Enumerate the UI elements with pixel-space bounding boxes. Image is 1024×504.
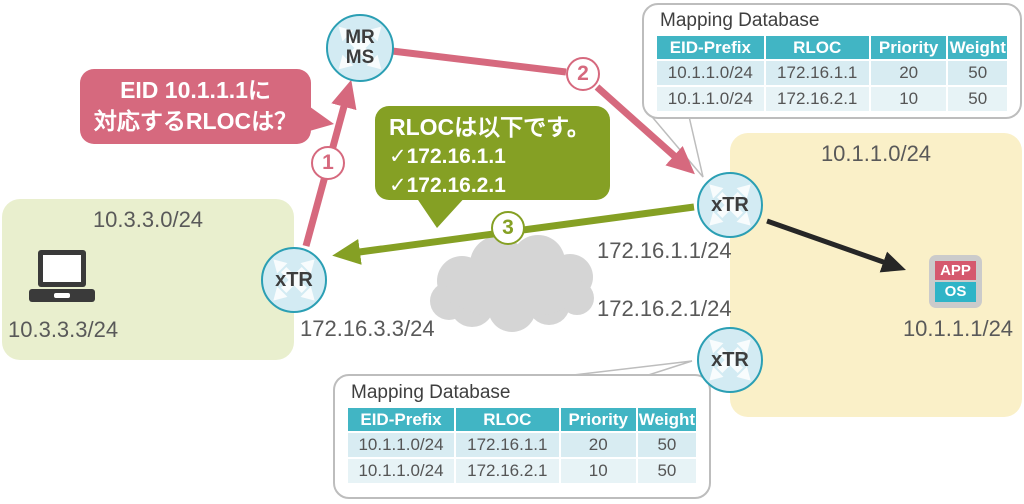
os-layer: OS: [935, 282, 976, 302]
query-line-2: 対応するRLOCは？: [93, 108, 298, 134]
right-site-cidr-label: 10.1.1.0/24: [820, 141, 932, 166]
router-arrows-icon: [338, 26, 382, 70]
table-header-row: EID-Prefix RLOC Priority Weight: [348, 408, 696, 431]
step-3-badge: 3: [491, 211, 525, 245]
col-eid-prefix: EID-Prefix: [348, 408, 455, 431]
host-stack-box: APP OS: [929, 255, 982, 308]
cell: 50: [637, 433, 696, 457]
right-host-ip-label: 10.1.1.1/24: [902, 316, 1014, 341]
ms-text: MS: [345, 47, 375, 68]
cell: 50: [948, 61, 1007, 85]
router-arrows-icon: [709, 339, 751, 381]
reply-rloc-1: ✓172.16.1.1: [389, 145, 506, 168]
cell: 172.16.2.1: [456, 459, 559, 483]
col-weight: Weight: [637, 408, 696, 431]
col-rloc: RLOC: [765, 36, 869, 59]
cell: 10: [870, 87, 947, 111]
table-header-row: EID-Prefix RLOC Priority Weight: [657, 36, 1007, 59]
cell: 172.16.2.1: [765, 87, 869, 111]
xtr-label: xTR: [711, 348, 749, 371]
col-weight: Weight: [948, 36, 1007, 59]
left-host-ip-label: 10.3.3.3/24: [8, 317, 119, 342]
cell: 20: [560, 433, 636, 457]
cell: 50: [948, 87, 1007, 111]
cell: 172.16.1.1: [765, 61, 869, 85]
mapping-db-title: Mapping Database: [351, 382, 511, 403]
cell: 172.16.1.1: [456, 433, 559, 457]
cloud-icon: [430, 235, 594, 332]
table-row: 10.1.1.0/24 172.16.1.1 20 50: [657, 61, 1007, 85]
query-line-1: EID 10.1.1.1に: [120, 77, 271, 103]
xtr-label: xTR: [275, 268, 313, 291]
step-1-badge: 1: [311, 146, 345, 180]
laptop-icon: [29, 250, 95, 302]
app-layer: APP: [935, 261, 976, 280]
cell: 10.1.1.0/24: [348, 459, 455, 483]
xtr-right-bottom-rloc-label: 172.16.2.1/24: [597, 296, 732, 321]
router-arrows-icon: [273, 259, 315, 301]
reply-speech-bubble: RLOCは以下です。 ✓172.16.1.1 ✓172.16.2.1: [375, 106, 610, 200]
col-priority: Priority: [870, 36, 947, 59]
mr-text: MR: [345, 27, 375, 48]
xtr-node-right-top: xTR: [697, 172, 763, 238]
cell: 10.1.1.0/24: [657, 61, 764, 85]
col-priority: Priority: [560, 408, 636, 431]
query-speech-bubble: EID 10.1.1.1に 対応するRLOCは？: [80, 69, 311, 144]
step-2-badge: 2: [566, 57, 600, 91]
cell: 50: [637, 459, 696, 483]
cell: 10.1.1.0/24: [348, 433, 455, 457]
xtr-left-rloc-label: 172.16.3.3/24: [300, 316, 435, 341]
xtr-node-left: xTR: [261, 247, 327, 313]
reply-line-1: RLOCは以下です。: [389, 114, 590, 140]
table-row: 10.1.1.0/24 172.16.2.1 10 50: [657, 87, 1007, 111]
mapping-db-table: EID-Prefix RLOC Priority Weight 10.1.1.0…: [655, 34, 1009, 113]
mrms-label: MR MS: [328, 16, 392, 80]
mapping-db-table: EID-Prefix RLOC Priority Weight 10.1.1.0…: [346, 406, 698, 485]
xtr-label: xTR: [711, 193, 749, 216]
mapping-db-title: Mapping Database: [660, 10, 820, 31]
table-row: 10.1.1.0/24 172.16.1.1 20 50: [348, 433, 696, 457]
reply-rloc-2: ✓172.16.2.1: [389, 174, 506, 197]
db-top-tail: [646, 111, 704, 178]
col-rloc: RLOC: [456, 408, 559, 431]
mrms-node: MR MS: [326, 14, 394, 82]
router-arrows-icon: [709, 184, 751, 226]
cell: 20: [870, 61, 947, 85]
mapping-database-top: Mapping Database EID-Prefix RLOC Priorit…: [642, 3, 1022, 119]
col-eid-prefix: EID-Prefix: [657, 36, 764, 59]
xtr-node-right-bottom: xTR: [697, 327, 763, 393]
xtr-right-top-rloc-label: 172.16.1.1/24: [597, 238, 732, 263]
cell: 10.1.1.0/24: [657, 87, 764, 111]
cell: 10: [560, 459, 636, 483]
arrow-map-register-seg1: [391, 47, 567, 76]
table-row: 10.1.1.0/24 172.16.2.1 10 50: [348, 459, 696, 483]
mapping-database-bottom: Mapping Database EID-Prefix RLOC Priorit…: [333, 374, 711, 499]
left-site-cidr-label: 10.3.3.0/24: [92, 207, 204, 232]
